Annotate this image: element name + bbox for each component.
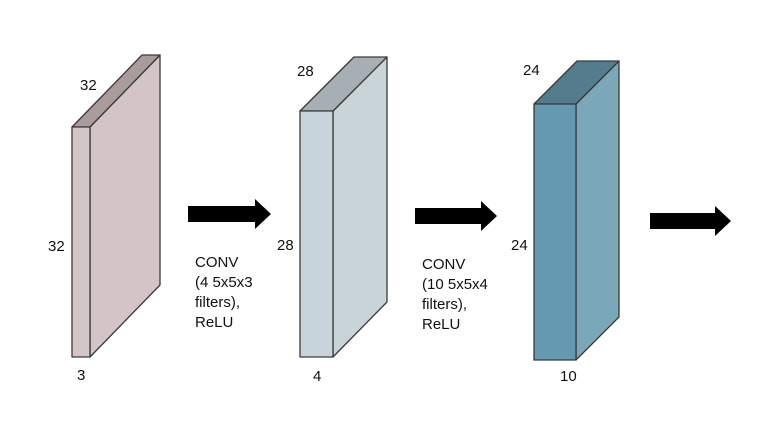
volume-conv2-depth-label: 10 [560, 368, 577, 385]
volume-conv1-front-face [299, 110, 334, 358]
volume-input-height-label: 32 [48, 238, 65, 255]
volume-input-front-face [71, 126, 91, 358]
volume-input-depth-label: 3 [77, 367, 86, 384]
volume-conv2-front-face [533, 103, 577, 361]
volume-conv1-depth-label: 4 [313, 368, 322, 385]
arrow-right-2 [415, 201, 497, 231]
conv2-op-line: filters), [422, 296, 467, 313]
arrow-right-3 [650, 206, 731, 236]
volume-input [71, 54, 161, 358]
conv1-op-line: CONV [195, 254, 239, 271]
conv1-op-line: ReLU [195, 314, 234, 331]
conv2-op-line: (10 5x5x4 [422, 276, 488, 293]
volume-input-width-label: 32 [80, 77, 97, 94]
conv1-operation-label: CONV (4 5x5x3 filters), ReLU [195, 253, 253, 333]
volume-conv1-height-label: 28 [277, 237, 294, 254]
conv2-operation-label: CONV (10 5x5x4 filters), ReLU [422, 255, 488, 335]
conv1-op-line: filters), [195, 294, 240, 311]
volume-conv1-output [299, 56, 388, 358]
conv1-op-line: (4 5x5x3 [195, 274, 253, 291]
volume-conv2-output [533, 60, 620, 361]
volume-conv1-width-label: 28 [297, 63, 314, 80]
volume-conv2-width-label: 24 [523, 62, 540, 79]
conv2-op-line: CONV [422, 256, 466, 273]
volume-conv2-side-face [575, 60, 620, 361]
arrow-right-1 [188, 199, 271, 229]
conv2-op-line: ReLU [422, 316, 461, 333]
volume-conv2-height-label: 24 [511, 237, 528, 254]
